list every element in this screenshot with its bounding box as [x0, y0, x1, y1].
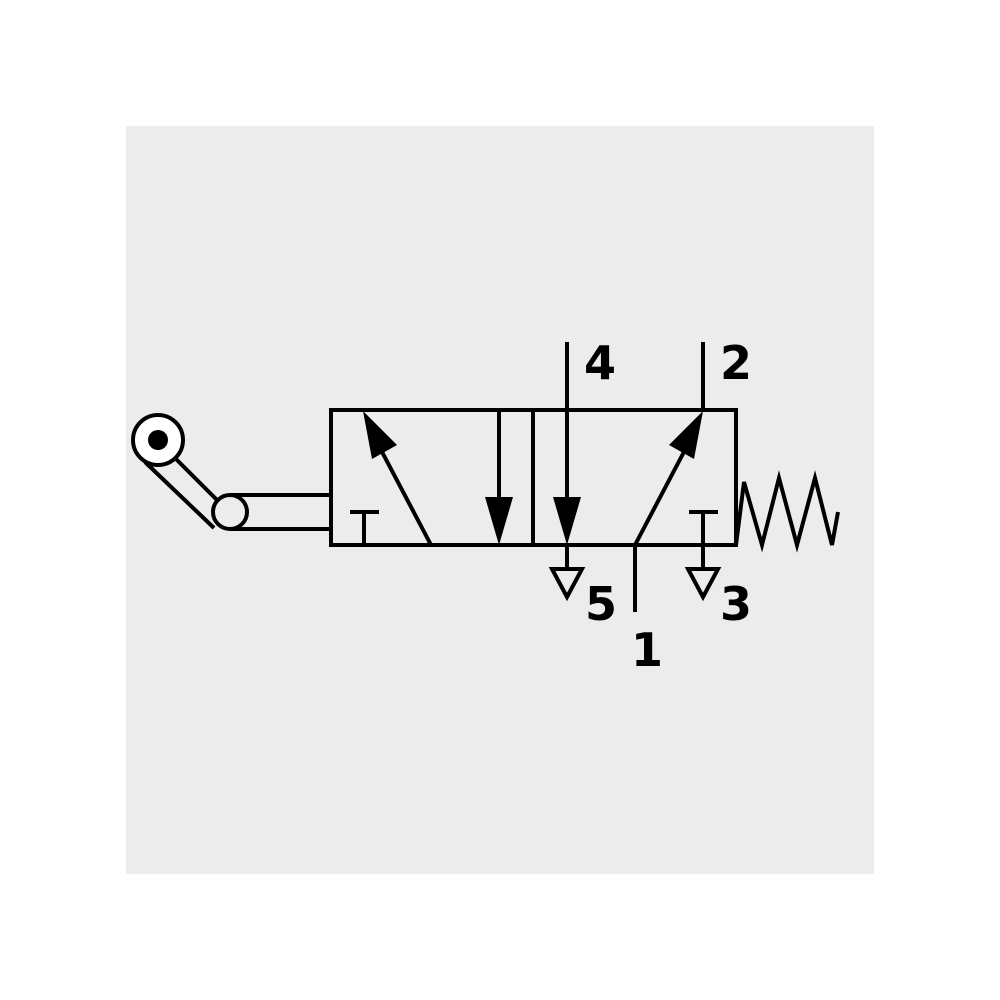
roller-lever-actuator	[131, 413, 330, 531]
flow-arrowhead	[553, 497, 581, 545]
right-box-flow-paths	[548, 342, 722, 612]
flow-arrow-diagonal-shaft	[633, 447, 688, 546]
lever-joint-circle	[211, 493, 249, 531]
flow-arrow-diagonal-shaft	[378, 447, 433, 546]
roller-pivot-dot	[148, 430, 168, 450]
exhaust-triangle-3	[684, 567, 722, 602]
port-label-2: 2	[720, 336, 752, 390]
port-label-1: 1	[631, 623, 663, 677]
port-label-3: 3	[720, 577, 752, 631]
flow-arrowhead	[363, 411, 397, 459]
flow-arrowhead	[669, 411, 703, 459]
spring-return	[734, 470, 840, 553]
flow-arrowhead	[485, 497, 513, 545]
left-box-flow-paths	[350, 410, 513, 546]
port-label-5: 5	[585, 577, 617, 631]
port-label-4: 4	[584, 336, 616, 390]
exhaust-triangle-5	[548, 567, 586, 602]
lever-arm-edge	[143, 460, 216, 530]
